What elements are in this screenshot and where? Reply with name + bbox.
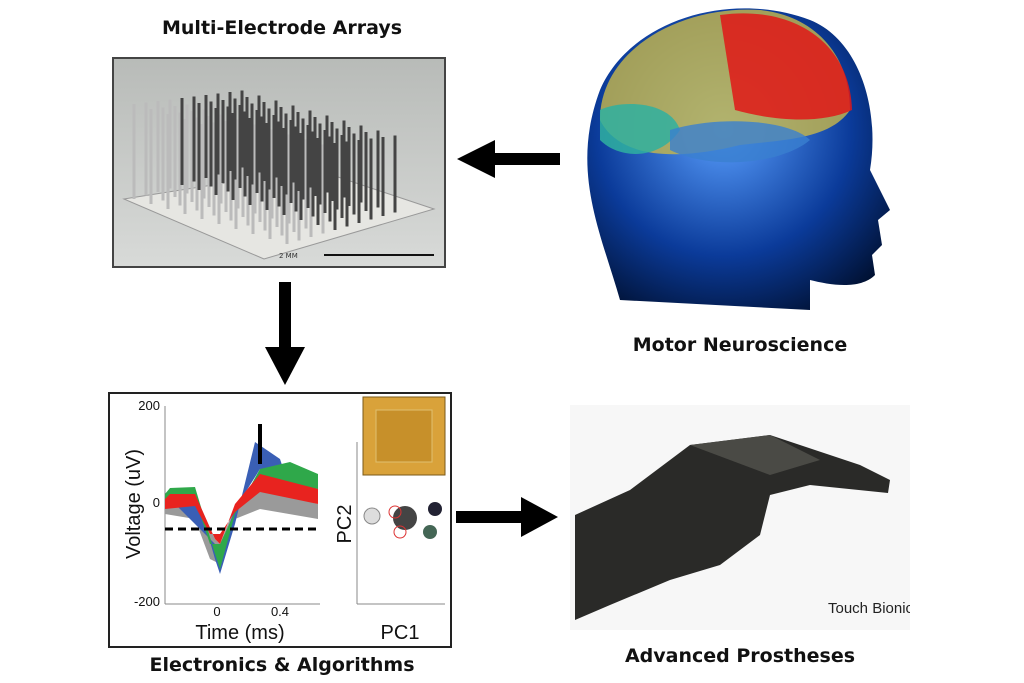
caption-electronics: Electronics & Algorithms — [149, 654, 415, 676]
waveform-red — [165, 474, 318, 544]
prosthetic-hand-photo: Touch Bionics — [570, 405, 921, 630]
arrow-brain-to-array — [457, 140, 560, 178]
waveform-blue — [165, 442, 285, 574]
pca-x-label: PC1 — [381, 622, 420, 644]
xtick-0: 0 — [213, 604, 220, 619]
pca-y-label: PC2 — [334, 505, 356, 544]
x-axis-label: Time (ms) — [195, 622, 284, 644]
brand-label: Touch Bionics — [828, 600, 910, 617]
scale-bar-label: 2 MM — [279, 252, 298, 260]
ytick-200: 200 — [138, 398, 160, 413]
waveform-green — [165, 462, 318, 569]
xtick-0-4: 0.4 — [271, 604, 289, 619]
electrode-array-photo: 2 MM — [112, 57, 446, 268]
ytick-0: 0 — [153, 495, 160, 510]
caption-prostheses: Advanced Prostheses — [624, 645, 856, 667]
brain-head-illustration — [587, 8, 890, 310]
arrow-electronics-to-prosthesis — [456, 497, 558, 537]
waveform-gray — [165, 489, 318, 564]
electronics-panel: 200 0 -200 0 0.4 Time (ms) Voltage (uV) … — [108, 392, 452, 648]
caption-mea: Multi-Electrode Arrays — [162, 17, 403, 39]
arrow-array-to-electronics — [265, 282, 305, 385]
ytick-minus200: -200 — [134, 594, 160, 609]
caption-motor: Motor Neuroscience — [632, 334, 848, 356]
y-axis-label: Voltage (uV) — [123, 449, 145, 559]
